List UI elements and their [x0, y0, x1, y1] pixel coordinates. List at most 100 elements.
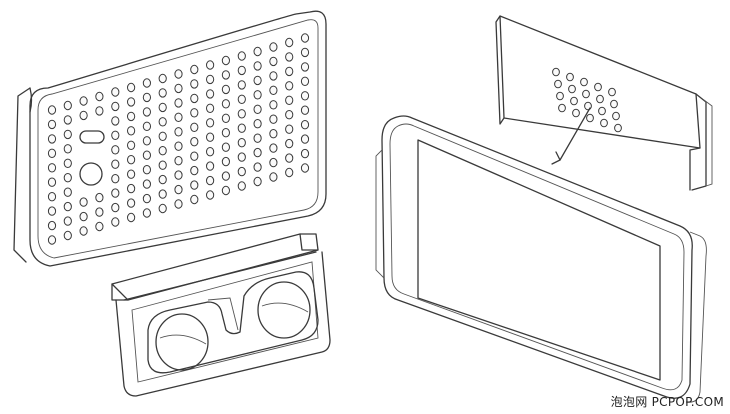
perforation-hole — [300, 105, 310, 115]
perforation-hole — [206, 175, 215, 186]
perforation-hole — [142, 92, 151, 103]
perforation-hole — [237, 138, 246, 148]
perforation-hole — [285, 81, 294, 91]
perforation-hole — [63, 115, 72, 125]
perforation-hole — [47, 134, 57, 144]
perforation-hole — [174, 170, 183, 180]
perforation-hole — [158, 131, 167, 142]
perforation-hole — [237, 166, 246, 177]
perforation-hole — [300, 47, 310, 58]
perforation-hole — [221, 142, 230, 152]
perforation-hole — [127, 140, 136, 151]
perforation-hole — [190, 93, 199, 104]
perforation-hole — [174, 184, 183, 195]
perforation-hole — [111, 145, 120, 155]
perforation-hole — [269, 129, 278, 139]
perforation-hole — [47, 119, 57, 130]
perforation-hole — [253, 75, 262, 86]
perforation-hole — [142, 208, 151, 218]
phone-in-case — [375, 115, 707, 403]
perforation-hole — [300, 163, 310, 173]
perforation-hole — [158, 102, 167, 113]
perforation-hole — [190, 122, 199, 133]
perforation-hole — [158, 203, 167, 214]
perforation-hole — [63, 129, 72, 140]
lens-dot — [566, 72, 574, 82]
perforation-hole — [221, 113, 230, 124]
perforation-hole — [174, 112, 183, 123]
perforation-hole — [142, 78, 151, 88]
perforation-hole — [206, 74, 215, 85]
perforation-hole — [206, 147, 215, 157]
perforation-hole — [174, 141, 183, 151]
perforation-hole — [127, 97, 136, 107]
perforation-hole — [111, 116, 120, 126]
perforation-hole — [285, 167, 294, 178]
perforation-hole — [79, 96, 88, 106]
perforation-hole — [47, 105, 57, 115]
perforation-hole — [63, 230, 72, 241]
phone-screen — [417, 139, 661, 381]
perforation-hole — [253, 147, 262, 158]
perforation-hole — [158, 73, 167, 84]
lens-dot — [586, 113, 594, 123]
perforation-hole — [300, 91, 310, 101]
perforation-hole — [174, 83, 183, 94]
perforation-hole — [190, 165, 199, 176]
perforation-hole — [47, 192, 57, 202]
perforation-hole — [47, 148, 57, 159]
lens-dot — [594, 82, 602, 92]
perforation-hole — [142, 107, 151, 117]
lens-dot — [570, 96, 578, 106]
perforation-hole — [206, 60, 215, 70]
perforation-hole — [142, 121, 151, 132]
perforation-hole — [253, 104, 262, 115]
perforation-hole — [285, 52, 294, 62]
perforation-hole — [206, 190, 215, 200]
perforation-hole — [95, 106, 104, 116]
perforation-hole — [253, 90, 262, 100]
perforation-hole — [237, 80, 246, 90]
perforation-hole — [47, 220, 57, 231]
perforation-hole — [111, 101, 120, 112]
perforation-hole — [190, 180, 199, 190]
perforation-hole — [111, 130, 120, 141]
lens-dot — [596, 94, 604, 104]
perforation-hole — [63, 100, 72, 111]
perforation-hole — [79, 197, 88, 207]
perforation-hole — [269, 42, 278, 52]
lens-dot — [584, 101, 592, 111]
perforation-hole — [63, 173, 72, 183]
lens-dot — [614, 123, 622, 133]
perforation-hole — [158, 189, 167, 199]
lens-dots — [552, 67, 622, 133]
perforation-hole — [174, 69, 183, 79]
perforation-hole — [95, 192, 104, 203]
perforation-hole — [95, 221, 104, 232]
perforation-hole — [127, 183, 136, 194]
lens-dot — [580, 77, 588, 87]
lens-dot — [552, 67, 560, 77]
vr-viewer-insert — [111, 233, 331, 397]
perforation-hole — [190, 79, 199, 89]
lens-dot — [572, 108, 580, 118]
perforation-hole — [221, 185, 230, 196]
perforation-hole — [237, 123, 246, 133]
perforation-hole — [158, 160, 167, 170]
perforation-hole — [237, 51, 246, 61]
perforation-hole — [285, 138, 294, 149]
perforation-hole — [269, 85, 278, 96]
perforation-hole — [111, 217, 120, 227]
perforation-hole — [79, 211, 88, 222]
perforation-hole — [111, 159, 120, 169]
camera-slot — [79, 130, 105, 144]
perforation-hole — [79, 110, 88, 121]
perforation-hole — [285, 66, 294, 77]
lens-dot — [598, 106, 606, 116]
perforation-hole — [300, 120, 310, 130]
lens-dot — [568, 84, 576, 94]
perforation-hole — [285, 153, 294, 163]
perforation-hole — [269, 71, 278, 81]
perforation-hole — [253, 119, 262, 129]
lens-dot — [582, 89, 590, 99]
